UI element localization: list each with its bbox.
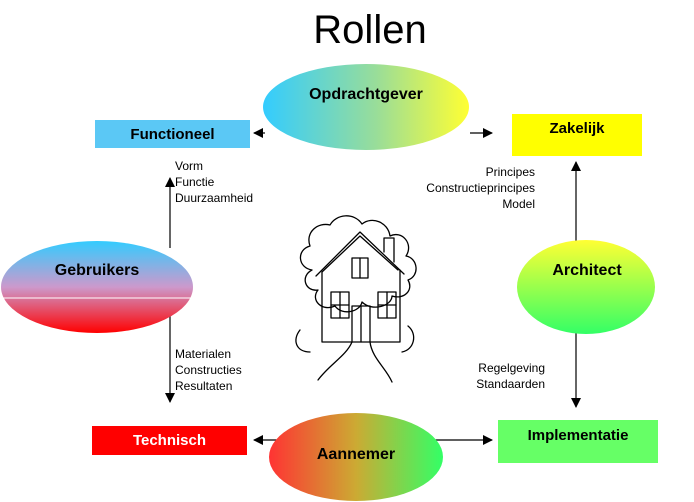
note-item: Model bbox=[502, 197, 535, 211]
page-title: Rollen bbox=[313, 8, 427, 52]
box-zakelijk: Zakelijk bbox=[512, 114, 642, 156]
note-item: Standaarden bbox=[476, 377, 545, 391]
role-gebruikers-label: Gebruikers bbox=[54, 262, 140, 279]
note-item: Principes bbox=[485, 165, 535, 179]
house-illustration bbox=[295, 215, 417, 383]
role-opdrachtgever-label: Opdrachtgever bbox=[309, 86, 423, 103]
notes-implementatie: Regelgeving Standaarden bbox=[400, 360, 545, 392]
notes-zakelijk: Principes Constructieprincipes Model bbox=[380, 164, 535, 212]
note-item: Vorm bbox=[175, 159, 204, 173]
note-item: Regelgeving bbox=[478, 361, 545, 375]
note-item: Constructieprincipes bbox=[426, 181, 535, 195]
box-technisch: Technisch bbox=[92, 426, 247, 455]
note-item: Duurzaamheid bbox=[175, 191, 254, 205]
box-functioneel: Functioneel bbox=[95, 120, 250, 148]
note-item: Constructies bbox=[175, 363, 242, 377]
ellipse-aannemer bbox=[269, 413, 443, 501]
role-architect-label: Architect bbox=[552, 262, 622, 279]
notes-functioneel: Vorm Functie Duurzaamheid bbox=[175, 158, 253, 206]
note-item: Functie bbox=[175, 175, 215, 189]
box-implementatie: Implementatie bbox=[498, 420, 658, 463]
role-aannemer-label: Aannemer bbox=[316, 446, 396, 463]
ellipse-architect bbox=[517, 240, 655, 334]
note-item: Resultaten bbox=[175, 379, 233, 393]
ellipse-gebruikers bbox=[1, 241, 193, 333]
note-item: Materialen bbox=[175, 347, 232, 361]
ellipse-opdrachtgever bbox=[263, 64, 469, 150]
notes-technisch: Materialen Constructies Resultaten bbox=[175, 346, 242, 394]
